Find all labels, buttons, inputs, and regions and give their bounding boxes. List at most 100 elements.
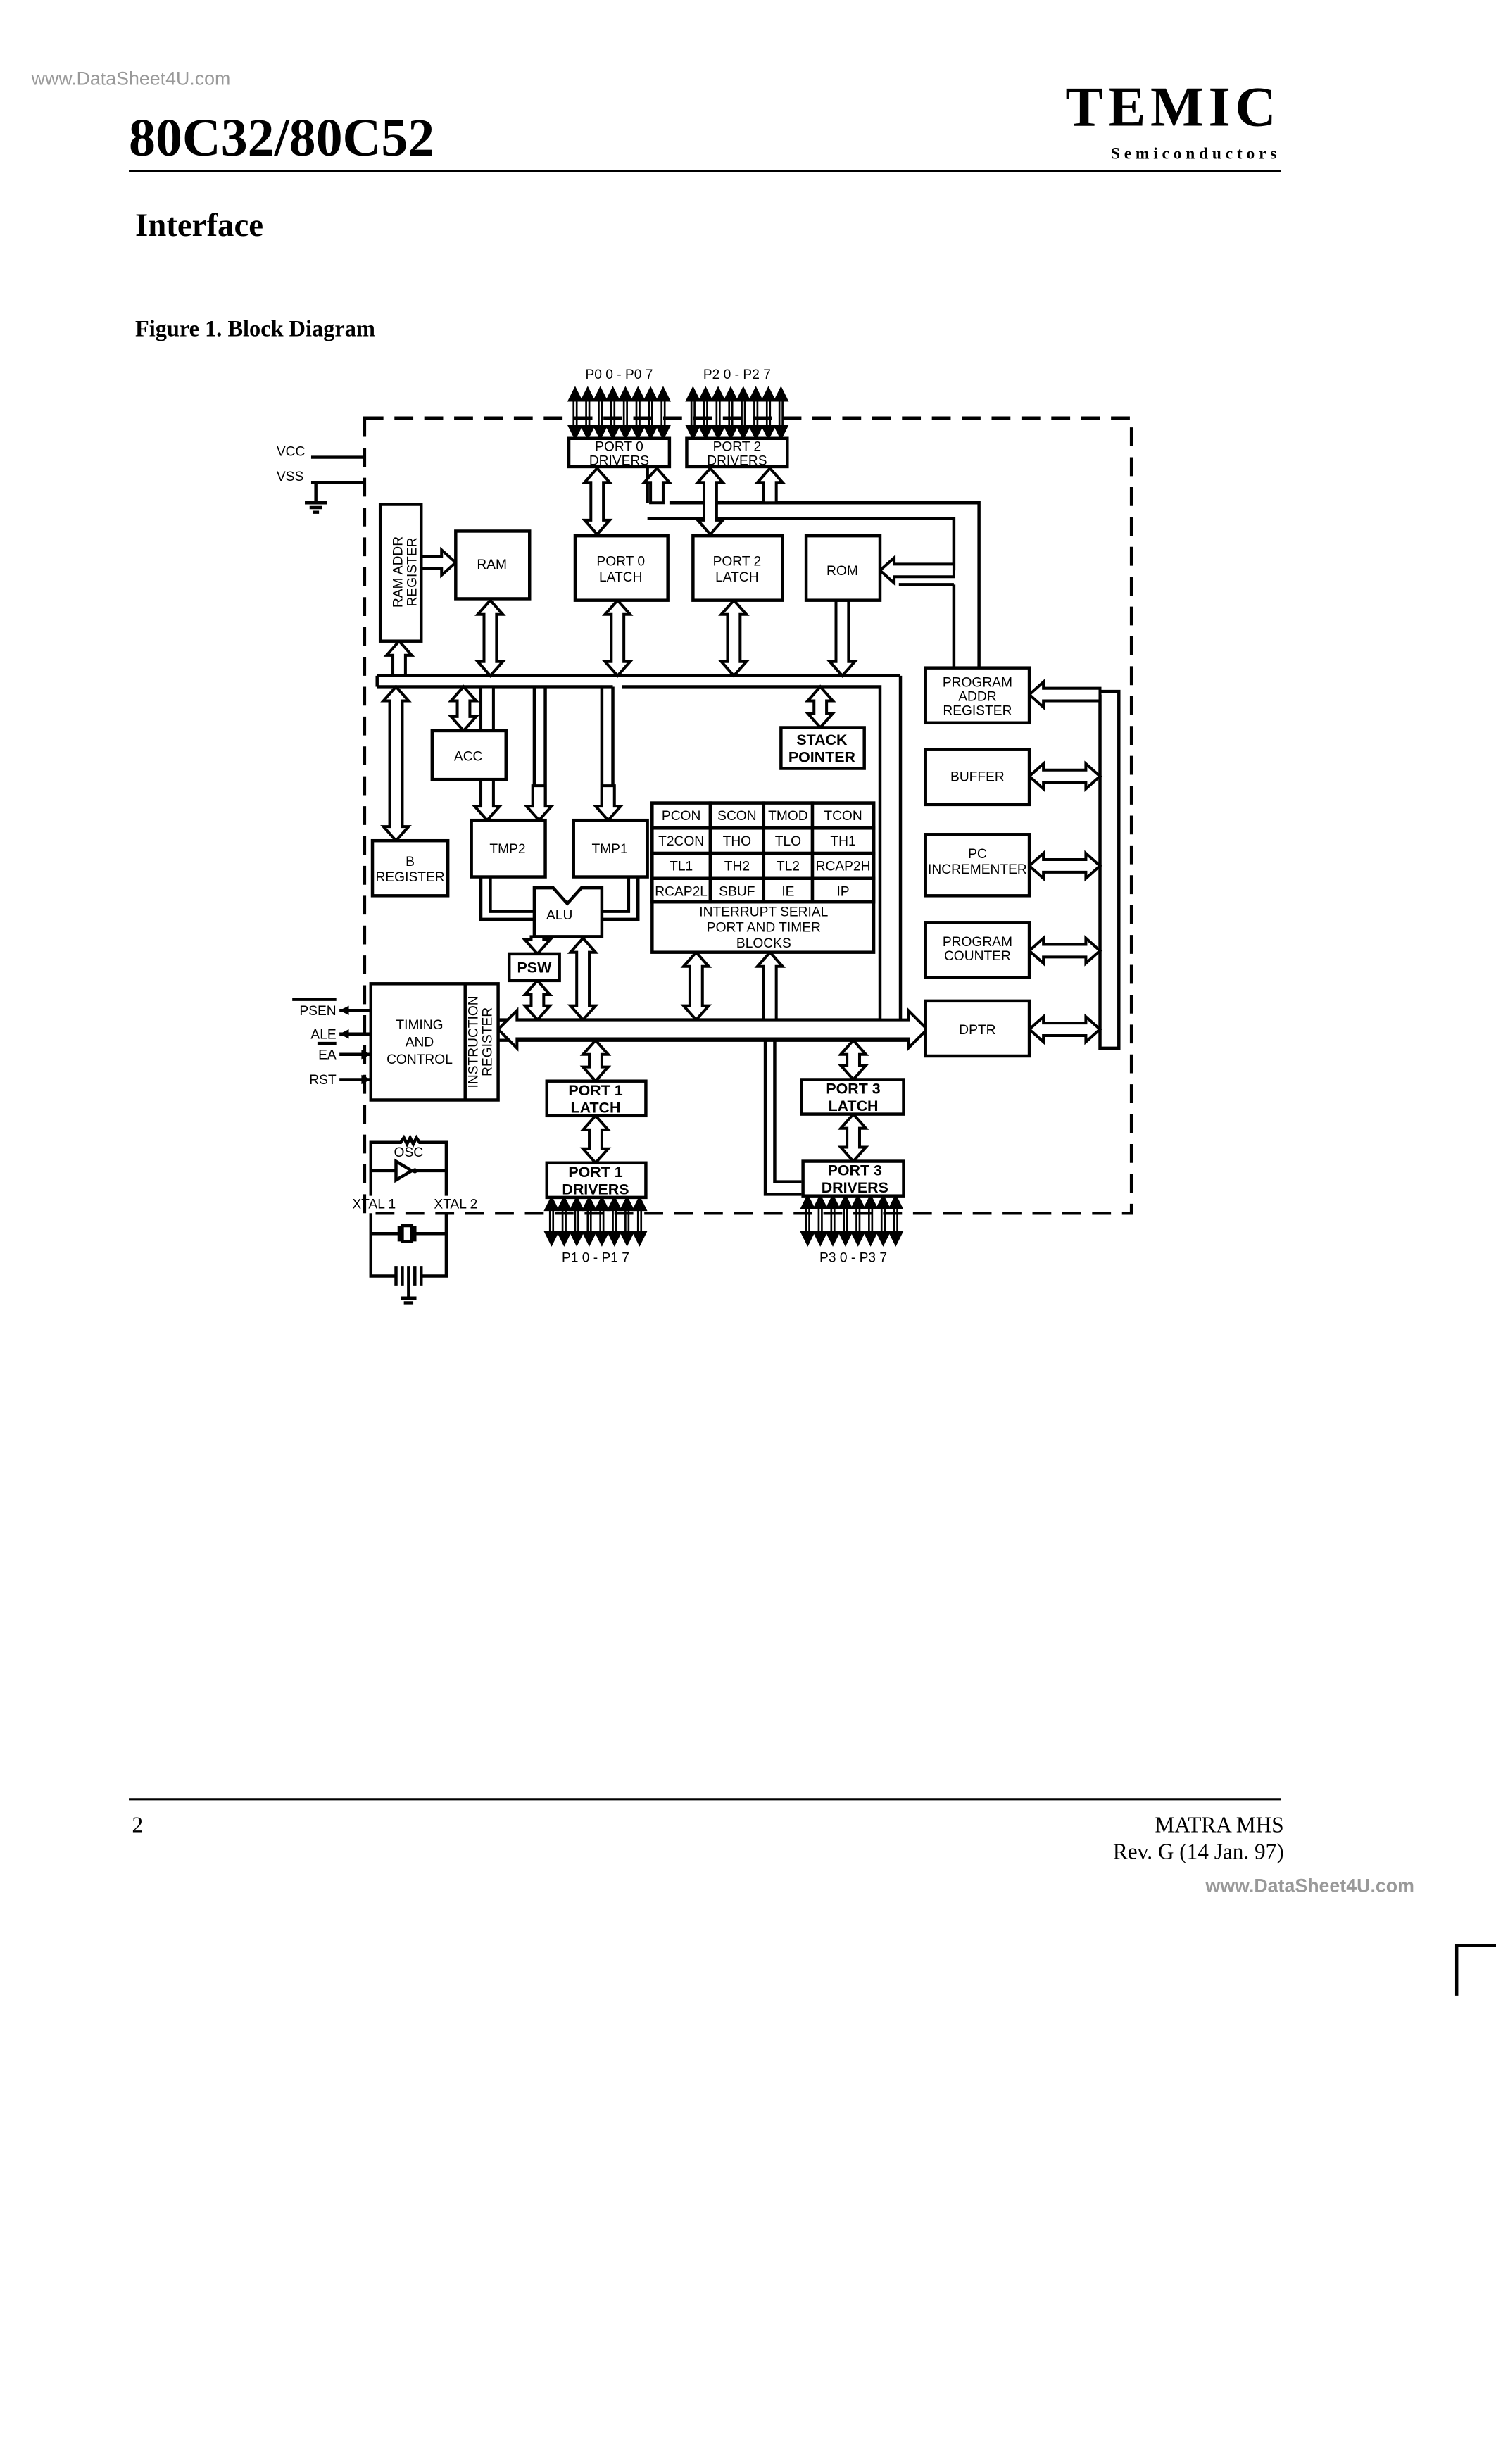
svg-text:ALU: ALU [546,908,572,923]
svg-text:AND: AND [406,1036,434,1050]
watermark-top[interactable]: www.DataSheet4U.com [31,68,231,89]
bidirectional-arrow-icon [837,1038,869,1082]
pin-arrow-icon [812,1193,829,1247]
sfr-cell [650,801,712,830]
svg-text:PROGRAM: PROGRAM [943,675,1012,690]
vcc-label: VCC [277,444,306,459]
bidirectional-arrow-icon [837,1112,869,1164]
stack-pointer: STACK POINTER [779,726,866,770]
pin-arrow-icon [760,386,777,441]
sfr-register-label: TMOD [768,809,808,824]
page-number: 2 [132,1813,144,1837]
arrow-icon [877,554,955,586]
bidirectional-arrow-icon [581,466,613,536]
svg-text:CONTROL: CONTROL [386,1052,453,1067]
pin-arrow-icon [569,1195,585,1247]
port3-pins-label: P3 0 - P3 7 [819,1250,887,1265]
psw-register: PSW [507,952,561,983]
pin-arrow-icon [735,386,751,441]
svg-text:PORT 3: PORT 3 [828,1162,882,1179]
port2-pins-label: P2 0 - P2 7 [703,367,771,382]
arrow-icon [641,466,673,505]
svg-text:DRIVERS: DRIVERS [822,1179,888,1196]
pin-arrow-icon [567,386,584,441]
port0-pins-label: P0 0 - P0 7 [585,367,653,382]
svg-text:ADDR: ADDR [958,690,996,705]
svg-text:PSW: PSW [517,960,553,976]
port0-drivers: PORT 0 DRIVERS [567,436,672,469]
bidirectional-arrow-icon [1027,935,1102,967]
bidirectional-arrow-icon [718,598,750,678]
ram-addr-register: RAM ADDR REGISTER [378,503,423,643]
arrow-icon [383,639,415,677]
sfr-footer-label: INTERRUPT SERIAL [699,905,828,919]
svg-text:EA: EA [318,1048,337,1062]
arrow-icon [1027,679,1102,710]
bidirectional-arrow-icon [1027,1013,1102,1045]
sfr-cell [650,851,712,880]
pin-arrow-icon [824,1193,841,1247]
bidirectional-arrow-icon [522,978,553,1022]
sfr-cell [650,826,712,855]
dptr-block: DPTR [924,999,1031,1058]
brand-logo: TEMIC [1065,76,1281,139]
timing-and-control: TIMING AND CONTROL INSTRUCTION REGISTER [369,982,500,1102]
pin-arrow-icon [630,386,646,441]
pin-arrow-icon [581,1195,598,1247]
arrow-icon [592,784,624,823]
pin-arrow-icon [800,1193,816,1247]
sfr-cell [810,876,876,904]
svg-text:TMP1: TMP1 [591,842,627,857]
xtal2-label: XTAL 2 [434,1198,477,1212]
svg-text:RAM: RAM [477,558,507,572]
brand-subtitle: Semiconductors [1111,144,1281,163]
svg-text:PORT 0: PORT 0 [596,555,645,570]
bidirectional-arrow-icon [579,1038,612,1083]
port1-drivers: PORT 1 DRIVERS [545,1161,648,1200]
pin-arrow-icon [643,386,659,441]
bidirectional-arrow-icon [579,1113,612,1165]
svg-text:OSC: OSC [394,1145,424,1160]
pin-arrow-icon [556,1195,572,1247]
watermark-bottom[interactable]: www.DataSheet4U.com [1205,1875,1414,1896]
svg-text:COUNTER: COUNTER [944,949,1011,964]
bidirectional-arrow-icon [1027,850,1102,882]
chip-boundary [363,416,1133,1215]
crop-mark [1454,1944,1496,1996]
arrow-icon [522,935,553,956]
bidirectional-arrow-icon [380,684,412,843]
bidirectional-arrow-icon [680,950,712,1022]
port0-latch: PORT 0 LATCH [573,534,670,602]
sfr-footer-label: PORT AND TIMER [707,921,821,936]
b-register: B REGISTER [370,838,450,898]
svg-text:INCREMENTER: INCREMENTER [928,862,1027,877]
company-name: MATRA MHS [1155,1813,1283,1837]
svg-text:PORT 2: PORT 2 [713,555,762,570]
sfr-register-label: IP [836,884,849,899]
pin-arrow-icon [875,1193,891,1247]
svg-text:ACC: ACC [454,749,483,764]
sfr-register-label: PCON [662,809,700,824]
pin-arrow-icon [605,386,621,441]
sfr-register-label: T2CON [658,834,704,849]
bidirectional-arrow-icon [448,684,479,733]
bidirectional-arrow-icon [474,598,506,678]
tmp2-register: TMP2 [470,818,547,879]
control-signals: PSEN ALE EA RST [292,998,371,1088]
bidirectional-arrow-icon [804,684,836,730]
arrow-icon [420,546,458,579]
pin-arrow-icon [850,1193,866,1247]
svg-text:PORT 0: PORT 0 [595,440,643,455]
document-title: 80C32/80C52 [129,108,434,168]
sfr-register-label: TL1 [670,860,693,874]
port1-pins-label: P1 0 - P1 7 [562,1250,629,1265]
bidirectional-arrow-icon [496,1007,929,1052]
port3-latch: PORT 3 LATCH [800,1078,905,1116]
sfr-cell [708,876,766,904]
svg-text:LATCH: LATCH [829,1098,879,1114]
arrow-icon [523,784,555,823]
svg-text:REGISTER: REGISTER [406,537,420,606]
sfr-footer-label: BLOCKS [736,936,791,951]
pin-arrow-icon [543,1195,560,1247]
svg-text:PORT 2: PORT 2 [713,440,762,455]
